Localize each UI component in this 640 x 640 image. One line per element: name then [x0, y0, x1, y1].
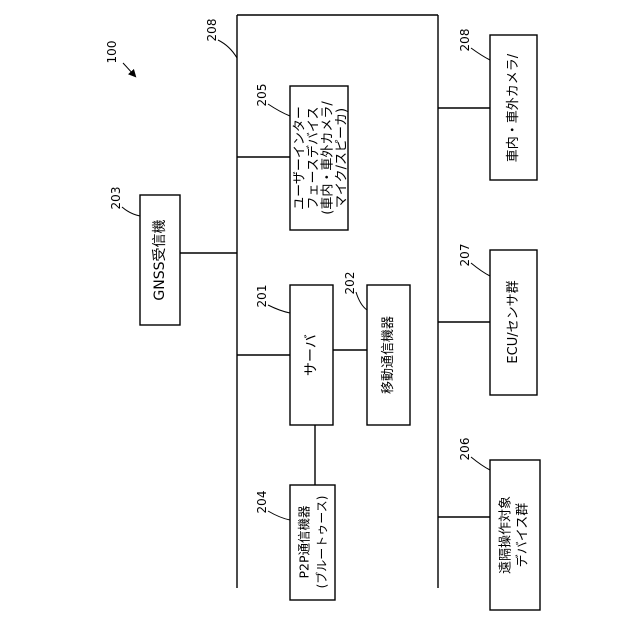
ecu-block: ECU/センサ群 207 [438, 244, 537, 395]
ui-device-ref-label: 205 [255, 84, 269, 107]
camera-label: 車内・車外カメラ/ [505, 53, 521, 162]
gnss-ref-leader [122, 207, 140, 216]
p2p-label-line-1: P2P通信機器 [297, 505, 312, 579]
camera-ref-label: 208 [458, 29, 472, 52]
server-ref-leader [268, 305, 290, 313]
mobile-comm-ref-leader [356, 292, 367, 310]
gnss-label: GNSS受信機 [152, 219, 168, 300]
camera-block: 車内・車外カメラ/ 208 [438, 29, 537, 180]
ecu-label: ECU/センサ群 [506, 280, 521, 363]
ui-device-label-line-1: ユーザーインター [293, 106, 308, 210]
bus-ref-label: 208 [205, 19, 219, 42]
p2p-label-line-2: (ブルートゥース) [314, 496, 329, 589]
ecu-ref-label: 207 [458, 244, 472, 267]
bus-ref-leader [218, 40, 237, 58]
figure-arrow [123, 63, 135, 76]
remote-devices-label-line-1: 遠隔操作対象 [498, 496, 514, 574]
ui-device-block: ユーザーインター フェースデバイス (車内・車外カメラ/ マイク/スピーカ) 2… [237, 84, 350, 230]
p2p-ref-leader [268, 511, 290, 520]
remote-devices-block: 遠隔操作対象 デバイス群 206 [438, 438, 540, 610]
ecu-ref-leader [471, 263, 490, 276]
remote-devices-ref-label: 206 [458, 438, 472, 461]
ui-device-label-line-2: フェースデバイス [306, 107, 322, 210]
mobile-comm-ref-label: 202 [343, 272, 357, 295]
server-block: サーバ 201 [237, 285, 333, 425]
remote-devices-ref-leader [471, 457, 490, 470]
p2p-ref-label: 204 [255, 491, 269, 514]
figure-label: 100 [105, 41, 119, 64]
figure-label-group: 100 [105, 41, 135, 76]
ui-device-label-line-4: マイク/スピーカ) [335, 108, 350, 208]
mobile-comm-block: 移動通信機器 202 [333, 272, 410, 425]
camera-ref-leader [471, 48, 490, 60]
mobile-comm-label: 移動通信機器 [381, 316, 396, 394]
ui-device-ref-leader [268, 104, 290, 116]
ui-device-label-line-3: (車内・車外カメラ/ [320, 101, 336, 215]
gnss-receiver-block: GNSS受信機 203 [109, 187, 237, 325]
server-label: サーバ [304, 334, 320, 376]
gnss-ref-label: 203 [109, 187, 123, 210]
p2p-block: P2P通信機器 (ブルートゥース) 204 [255, 425, 335, 600]
remote-devices-label-line-2: デバイス群 [515, 503, 531, 568]
server-ref-label: 201 [255, 285, 269, 308]
